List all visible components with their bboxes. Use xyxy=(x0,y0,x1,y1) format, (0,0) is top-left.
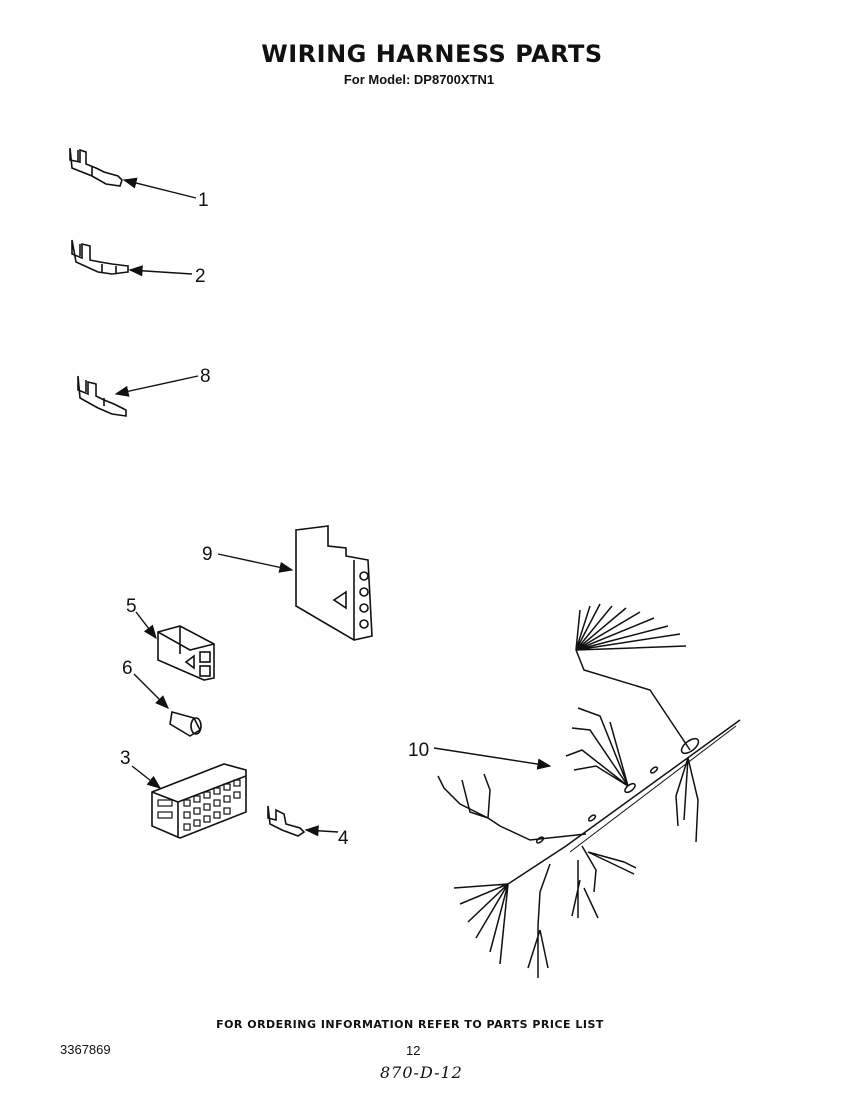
part-1-terminal-icon xyxy=(69,147,123,187)
part-4-terminal-icon xyxy=(267,805,306,837)
part-2-leader xyxy=(128,265,193,277)
part-3-leader xyxy=(131,765,162,789)
document-number: 3367869 xyxy=(60,1042,111,1057)
part-1-leader xyxy=(122,177,197,199)
callout-2: 2 xyxy=(195,266,206,287)
part-10-leader xyxy=(433,747,552,770)
ordering-note: FOR ORDERING INFORMATION REFER TO PARTS … xyxy=(216,1018,604,1031)
callout-6: 6 xyxy=(122,658,133,679)
callout-8: 8 xyxy=(200,366,211,387)
callout-1: 1 xyxy=(198,190,209,211)
part-9-connector-housing-icon xyxy=(295,525,373,641)
handwritten-code: 870-D-12 xyxy=(380,1063,463,1082)
part-5-leader xyxy=(135,611,157,640)
callout-10: 10 xyxy=(408,740,429,761)
callout-5: 5 xyxy=(126,596,137,617)
part-10-wiring-harness-icon xyxy=(437,603,741,978)
part-9-leader xyxy=(217,553,294,573)
part-6-wire-nut-icon xyxy=(169,710,202,737)
model-subtitle: For Model: DP8700XTN1 xyxy=(343,72,495,87)
part-8-leader xyxy=(114,375,199,397)
page-number: 12 xyxy=(406,1043,421,1058)
callout-9: 9 xyxy=(202,544,213,565)
callout-3: 3 xyxy=(120,748,131,769)
part-6-leader xyxy=(133,673,169,709)
part-2-terminal-icon xyxy=(71,239,129,275)
part-5-connector-icon xyxy=(157,625,215,681)
page-title: WIRING HARNESS PARTS xyxy=(261,40,603,68)
part-4-leader xyxy=(304,825,339,837)
part-8-terminal-icon xyxy=(77,375,127,417)
callout-4: 4 xyxy=(338,828,349,849)
part-3-connector-block-icon xyxy=(151,763,247,839)
